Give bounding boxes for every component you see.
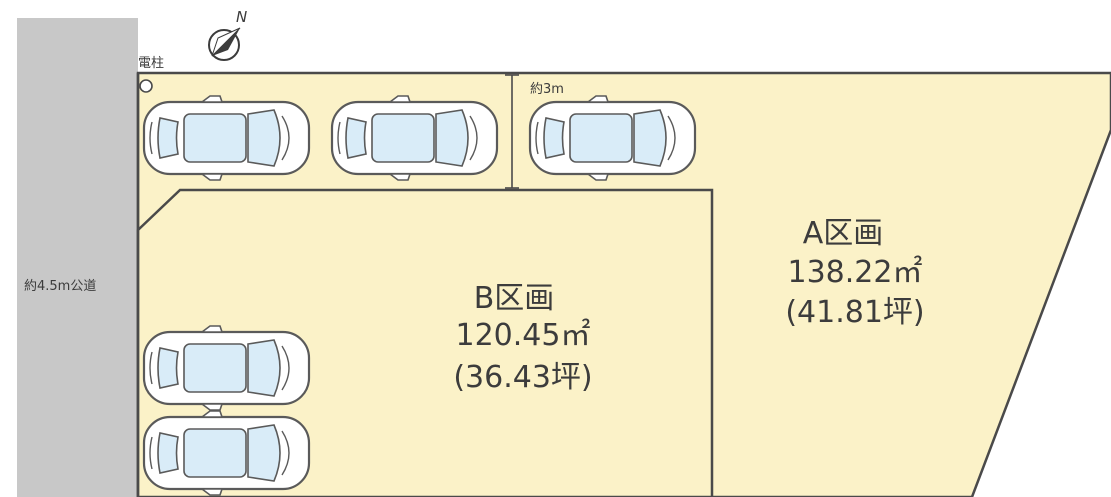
road-label: 約4.5m公道: [24, 279, 96, 294]
lot-a-label: A区画 138.22㎡ (41.81坪): [785, 216, 924, 330]
north-label: N: [236, 8, 247, 26]
compass-icon: [208, 27, 241, 61]
lot-b-label: B区画 120.45㎡ (36.43坪): [453, 281, 592, 395]
lot-b-area-tsubo: (36.43坪): [453, 360, 592, 395]
lot-b-name: B区画: [474, 281, 555, 316]
car-icon: [142, 324, 311, 412]
car-icon: [142, 409, 311, 497]
car-icon: [330, 94, 499, 182]
lot-a-area-tsubo: (41.81坪): [785, 295, 924, 330]
lot-a-area-m2: 138.22㎡: [788, 255, 923, 290]
utility-pole-icon: [139, 79, 153, 93]
car-icon: [142, 94, 311, 182]
utility-pole-label: 電柱: [138, 56, 164, 71]
dimension-label: 約3m: [530, 82, 564, 97]
dimension-line: [505, 74, 519, 189]
public-road: [17, 18, 138, 497]
lot-a-name: A区画: [803, 216, 884, 251]
car-icon: [528, 94, 697, 182]
lot-b-area-m2: 120.45㎡: [456, 318, 591, 353]
